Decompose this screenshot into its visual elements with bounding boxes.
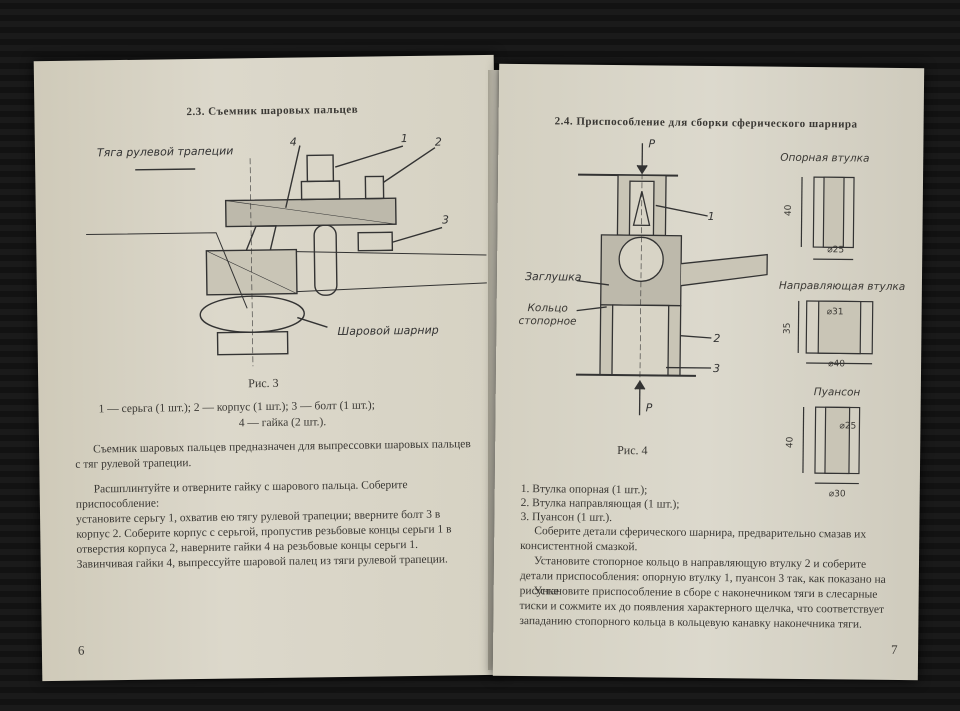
part-3-inner-diameter: ⌀25 xyxy=(839,421,857,432)
page-number: 6 xyxy=(77,642,85,658)
label-p-top: P xyxy=(648,137,655,150)
part-1-title: Опорная втулка xyxy=(780,151,870,165)
label-4: 4 xyxy=(290,136,297,149)
part-1-diameter: ⌀25 xyxy=(827,245,845,256)
label-1: 1 xyxy=(708,210,715,223)
label-2: 2 xyxy=(435,136,442,149)
paragraph-1: Съемник шаровых пальцев предназначен для… xyxy=(75,438,471,471)
page-number: 7 xyxy=(891,641,898,657)
paragraph-3: установите серьгу 1, охватив ею тягу рул… xyxy=(76,508,452,571)
figure-4-drawing: P P 1 2 3 Заглушка xyxy=(525,137,768,416)
figure-3-caption: Рис. 3 xyxy=(248,375,279,391)
part-1-height: 40 xyxy=(783,204,794,217)
label-joint: Шаровой шарнир xyxy=(337,324,438,338)
label-3: 3 xyxy=(713,362,720,375)
label-rod: Тяга рулевой трапеции xyxy=(97,144,234,159)
left-page: 2.3. Съемник шаровых пальцев Тяга р xyxy=(33,54,503,682)
part-1-drawing xyxy=(800,176,855,261)
paragraph-3: Установите приспособление в сборе с нако… xyxy=(519,585,885,631)
part-2-diameter: ⌀40 xyxy=(828,359,846,370)
label-p-bottom: P xyxy=(646,401,653,414)
figure-3-legend-line1: 1 — серьга (1 шт.); 2 — корпус (1 шт.); … xyxy=(98,399,376,416)
part-3-drawing xyxy=(802,406,861,485)
label-3: 3 xyxy=(442,213,449,226)
part-2-inner-diameter: ⌀31 xyxy=(826,307,844,318)
section-title: 2.4. Приспособление для сборки сферическ… xyxy=(554,115,858,131)
label-plug: Заглушка xyxy=(525,270,582,284)
part-2-height: 35 xyxy=(782,322,793,335)
part-3-height: 40 xyxy=(785,436,796,449)
part-2-title: Направляющая втулка xyxy=(778,279,906,294)
figure-3-legend-line2: 4 — гайка (2 шт.). xyxy=(238,416,327,430)
section-title: 2.3. Съемник шаровых пальцев xyxy=(186,103,359,119)
figure-3-drawing: Тяга рулевой трапеции Шаровой шарнир 4 1… xyxy=(86,132,487,367)
label-ring: Кольцо стопорное xyxy=(518,302,577,328)
label-2: 2 xyxy=(713,332,720,345)
part-3-diameter: ⌀30 xyxy=(828,489,846,500)
paragraph-1: Соберите детали сферического шарнира, пр… xyxy=(520,525,867,554)
figure-4-caption: Рис. 4 xyxy=(617,443,648,458)
label-1: 1 xyxy=(401,132,408,145)
right-page: 2.4. Приспособление для сборки сферическ… xyxy=(492,63,925,681)
part-3-title: Пуансон xyxy=(813,386,861,399)
part-2-drawing xyxy=(797,300,874,365)
